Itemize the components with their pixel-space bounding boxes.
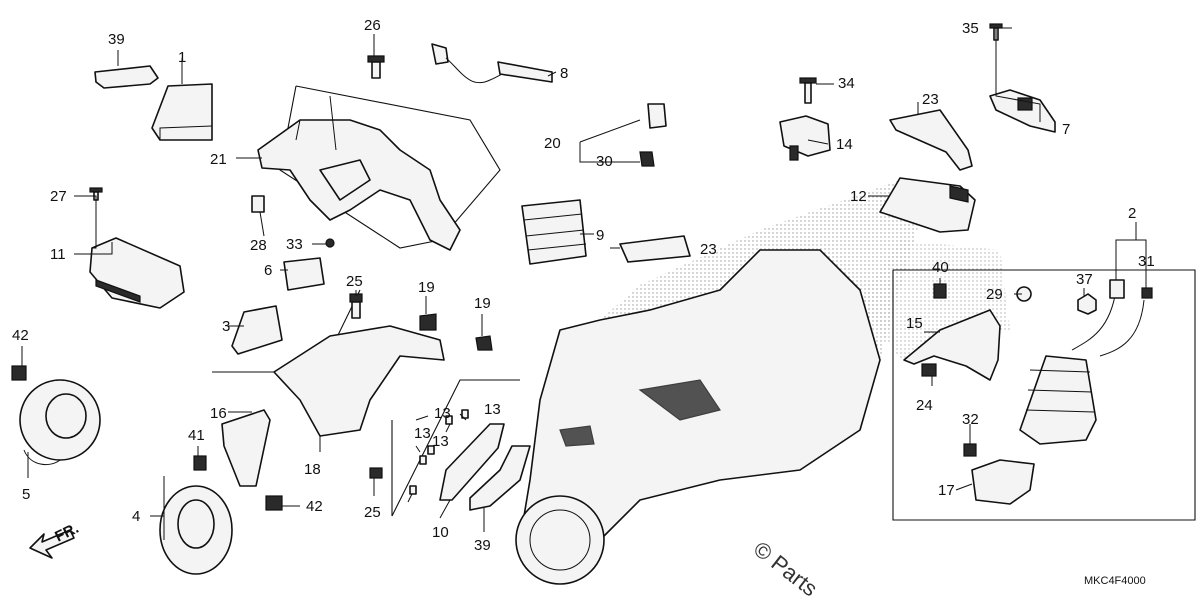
callout-15[interactable]: 15: [906, 315, 923, 332]
leader-lines: [21, 27, 1147, 532]
callout-23[interactable]: 23: [922, 91, 939, 108]
callout-16[interactable]: 16: [210, 405, 227, 422]
callout-4[interactable]: 4: [132, 508, 140, 525]
callout-42[interactable]: 42: [12, 327, 29, 344]
part-cover-23b[interactable]: [619, 235, 691, 263]
callout-8[interactable]: 8: [560, 65, 568, 82]
part-bolt-26[interactable]: [367, 55, 385, 79]
part-regulator-body[interactable]: [1019, 355, 1097, 445]
callout-7[interactable]: 7: [1062, 121, 1070, 138]
callout-33[interactable]: 33: [286, 236, 303, 253]
part-clips-13[interactable]: [409, 409, 469, 495]
part-bolt-24[interactable]: [921, 363, 937, 377]
callout-13[interactable]: 13: [434, 405, 451, 422]
callout-27[interactable]: 27: [50, 188, 67, 205]
callout-19[interactable]: 19: [474, 295, 491, 312]
callout-39[interactable]: 39: [474, 537, 491, 554]
part-bracket-15[interactable]: [903, 309, 1001, 381]
part-relay-6[interactable]: [283, 257, 325, 291]
callout-3[interactable]: 3: [222, 318, 230, 335]
part-clip-19a[interactable]: [419, 313, 437, 331]
callout-24[interactable]: 24: [916, 397, 933, 414]
part-bracket-16[interactable]: [221, 409, 271, 487]
group-box-center: [391, 379, 520, 517]
part-bolt-33[interactable]: [325, 238, 335, 248]
part-cover-23a[interactable]: [889, 109, 973, 171]
callout-37[interactable]: 37: [1076, 271, 1093, 288]
callout-40[interactable]: 40: [932, 259, 949, 276]
callout-12[interactable]: 12: [850, 188, 867, 205]
part-screw-34[interactable]: [799, 77, 817, 104]
callout-35[interactable]: 35: [962, 20, 979, 37]
part-horn-5[interactable]: [19, 379, 101, 466]
part-module-11[interactable]: [89, 237, 185, 309]
callout-26[interactable]: 26: [364, 17, 381, 34]
part-bolt-42b[interactable]: [265, 495, 283, 511]
group-box-right: [892, 269, 1196, 521]
watermark: © Parts: [749, 536, 822, 600]
callout-30[interactable]: 30: [596, 153, 613, 170]
callout-13[interactable]: 13: [484, 401, 501, 418]
part-bolt-25b[interactable]: [369, 467, 383, 479]
callout-42[interactable]: 42: [306, 498, 323, 515]
part-relay-3[interactable]: [231, 305, 283, 355]
callout-11[interactable]: 11: [50, 246, 66, 263]
part-bolt-40[interactable]: [933, 283, 947, 299]
callout-32[interactable]: 32: [962, 411, 979, 428]
part-harness-2[interactable]: [1071, 279, 1145, 357]
part-sensor-cable-8[interactable]: [431, 43, 553, 83]
part-bolt-42a[interactable]: [11, 365, 27, 381]
part-clip-39[interactable]: [94, 65, 159, 89]
part-bolt-25a[interactable]: [349, 293, 363, 319]
callout-14[interactable]: 14: [836, 136, 853, 153]
part-nut-37[interactable]: [1077, 293, 1097, 315]
callout-18[interactable]: 18: [304, 461, 321, 478]
callout-31[interactable]: 31: [1138, 253, 1155, 270]
callout-13[interactable]: 13: [414, 425, 431, 442]
part-ecm-9[interactable]: [521, 199, 587, 265]
callout-34[interactable]: 34: [838, 75, 855, 92]
callout-41[interactable]: 41: [188, 427, 205, 444]
part-bolt-41[interactable]: [193, 455, 207, 471]
part-bracket-39b[interactable]: [469, 445, 531, 511]
diagram-code: MKC4F4000: [1084, 575, 1146, 587]
part-horn-4[interactable]: [159, 476, 233, 575]
callout-29[interactable]: 29: [986, 286, 1003, 303]
callout-13[interactable]: 13: [432, 433, 449, 450]
callout-23[interactable]: 23: [700, 241, 717, 258]
callout-20[interactable]: 20: [544, 135, 561, 152]
callout-28[interactable]: 28: [250, 237, 267, 254]
front-direction-arrow: [29, 529, 75, 559]
callout-labels: 39 1 26 8 34 35 23 7 20 14 30 21 27 12 9…: [12, 17, 1155, 554]
motorcycle-illustration: [515, 249, 881, 585]
part-control-unit-12[interactable]: [879, 177, 976, 233]
part-frame-bracket-21[interactable]: [257, 95, 461, 251]
callout-1[interactable]: 1: [178, 49, 186, 66]
callout-5[interactable]: 5: [22, 486, 30, 503]
callout-39[interactable]: 39: [108, 31, 125, 48]
callout-9[interactable]: 9: [596, 227, 604, 244]
part-bolt-32[interactable]: [963, 443, 977, 457]
part-clip-28[interactable]: [251, 195, 265, 213]
part-relay-20[interactable]: [647, 103, 667, 129]
callout-2[interactable]: 2: [1128, 205, 1136, 222]
part-module-1[interactable]: [151, 83, 213, 141]
part-clip-19b[interactable]: [475, 335, 493, 351]
part-rail-10[interactable]: [439, 423, 505, 501]
callout-17[interactable]: 17: [938, 482, 955, 499]
callout-25[interactable]: 25: [346, 273, 363, 290]
part-cover-17[interactable]: [971, 459, 1035, 505]
part-panel-18[interactable]: [273, 325, 445, 437]
part-unit-14[interactable]: [779, 115, 831, 161]
callout-10[interactable]: 10: [432, 524, 449, 541]
callout-19[interactable]: 19: [418, 279, 435, 296]
part-grommet-30[interactable]: [639, 151, 655, 167]
callout-6[interactable]: 6: [264, 262, 272, 279]
part-connector-31[interactable]: [1141, 287, 1153, 299]
callout-21[interactable]: 21: [210, 151, 227, 168]
callout-25[interactable]: 25: [364, 504, 381, 521]
